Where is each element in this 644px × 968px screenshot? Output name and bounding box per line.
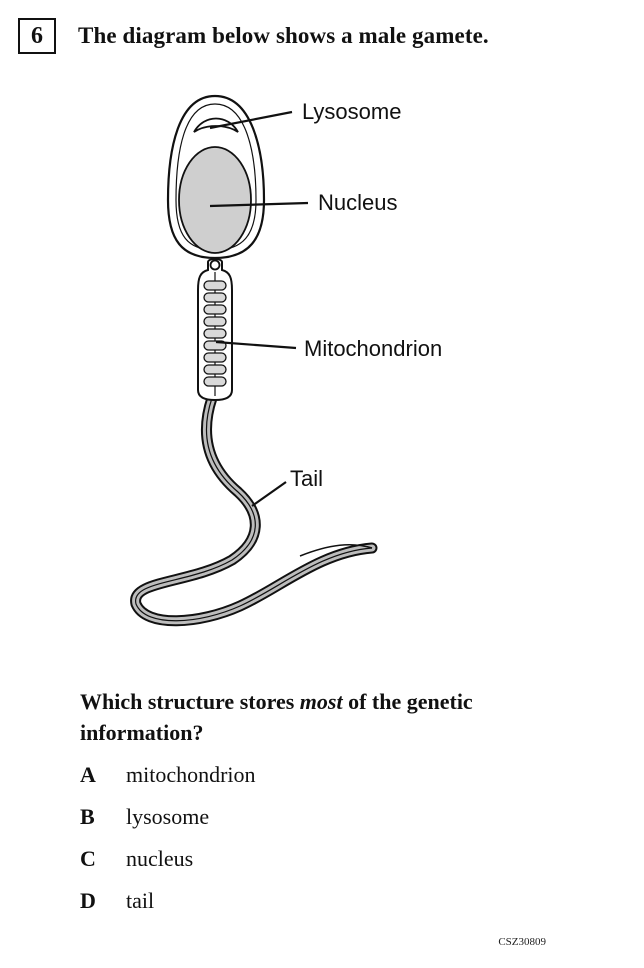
mitochondrion-label: Mitochondrion [304,336,442,361]
answer-options: A mitochondrion B lysosome C nucleus D t… [80,762,256,930]
tail-label: Tail [290,466,323,491]
option-letter: B [80,804,95,829]
question-header: 6 The diagram below shows a male gamete. [18,18,489,54]
option-c[interactable]: C nucleus [80,846,256,888]
midpiece [197,258,233,402]
option-text: nucleus [126,846,194,871]
question-prompt: Which structure stores most of the genet… [80,686,600,748]
prompt-before: Which structure stores [80,689,300,714]
option-d[interactable]: D tail [80,888,256,930]
option-text: tail [126,888,155,913]
option-text: lysosome [126,804,210,829]
lysosome-crescent [193,117,239,133]
lysosome-leader-line [209,110,293,130]
option-letter: C [80,846,96,871]
option-letter: D [80,888,96,913]
option-text: mitochondrion [126,762,256,787]
option-b[interactable]: B lysosome [80,804,256,846]
nucleus-leader-line [209,201,309,208]
prompt-emphasis: most [299,689,343,714]
question-title: The diagram below shows a male gamete. [78,23,489,48]
question-number: 6 [18,18,56,54]
nucleus-label: Nucleus [318,190,397,215]
nucleus-shape [178,146,252,254]
mitochondrion-leader-line [215,340,297,350]
tail-leader-line [251,481,287,507]
prompt-after: of the genetic information? [80,689,473,745]
mitochondria [203,280,227,387]
sperm-head [166,94,266,260]
tail-structure [130,392,378,627]
option-letter: A [80,762,96,787]
option-a[interactable]: A mitochondrion [80,762,256,804]
lysosome-label: Lysosome [302,99,401,124]
item-code: CSZ30809 [498,936,546,948]
